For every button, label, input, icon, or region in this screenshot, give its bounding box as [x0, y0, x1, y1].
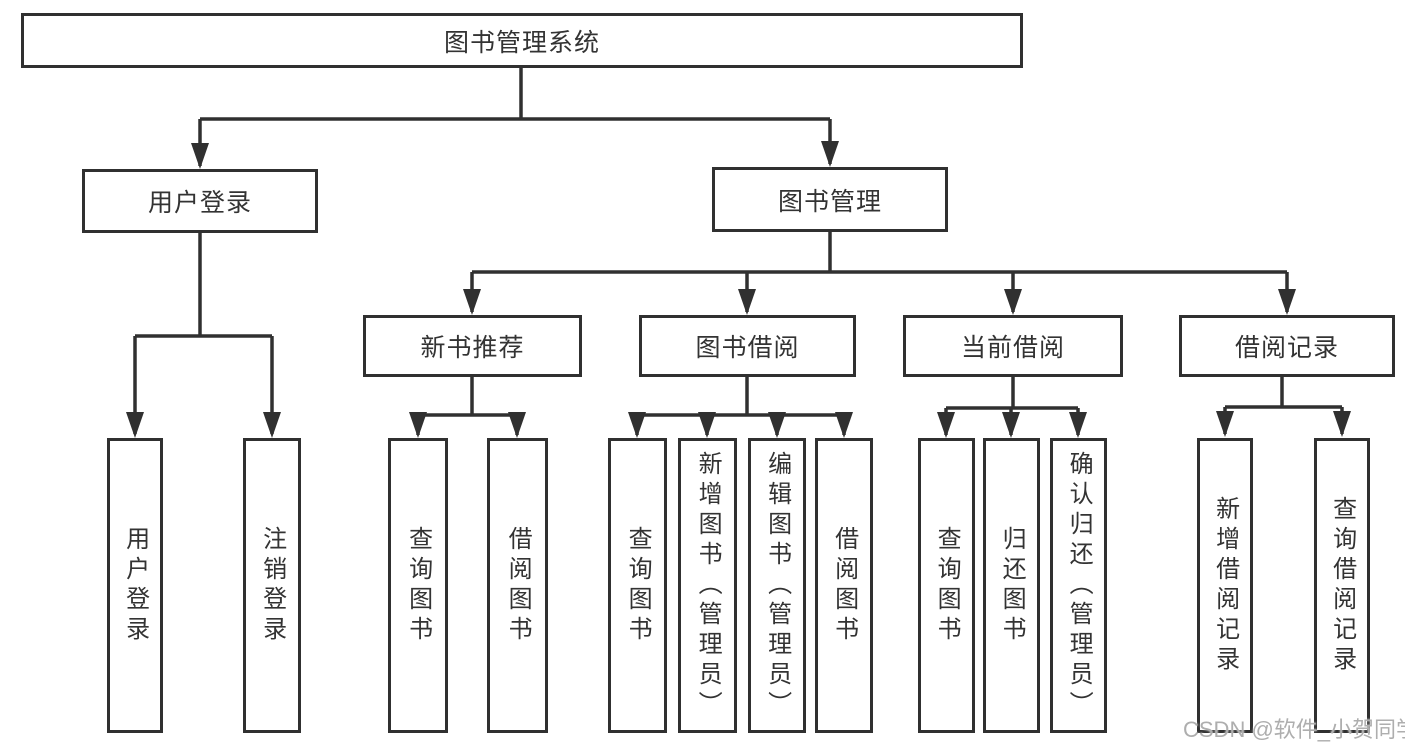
leaf-br-query-record: 查询借阅记录 — [1314, 438, 1370, 733]
node-borrowing-records-label: 借阅记录 — [1234, 334, 1339, 362]
leaf-cb-query-books-label: 查询图书 — [933, 525, 961, 646]
arrow-down-icon — [835, 412, 853, 438]
edge-root-to-level2 — [198, 68, 832, 166]
arrow-down-icon — [738, 289, 756, 315]
edge-bookborrowing-to-leaves — [635, 377, 846, 435]
leaf-br-add-record: 新增借阅记录 — [1197, 438, 1253, 733]
leaf-cb-return-books: 归还图书 — [983, 438, 1040, 733]
leaf-nbr-borrow-books: 借阅图书 — [487, 438, 548, 733]
node-new-book-rec: 新书推荐 — [363, 315, 582, 377]
node-user-login: 用户登录 — [82, 169, 318, 233]
leaf-bb-borrow-books-label: 借阅图书 — [830, 525, 858, 646]
arrow-down-icon — [1216, 411, 1234, 437]
leaf-user-login-label: 用户登录 — [121, 525, 149, 646]
node-current-borrowing: 当前借阅 — [903, 315, 1123, 377]
leaf-cb-return-books-label: 归还图书 — [998, 525, 1026, 646]
arrow-down-icon — [1069, 412, 1087, 438]
edge-bookmgmt-to-sections — [470, 232, 1289, 312]
csdn-watermark: CSDN @软件_小贺同学 — [1183, 717, 1405, 742]
leaf-cb-confirm-return-admin: 确认归还（管理员） — [1050, 438, 1107, 733]
arrow-down-icon — [463, 289, 481, 315]
leaf-br-query-record-label: 查询借阅记录 — [1328, 495, 1356, 676]
arrow-down-icon — [1278, 289, 1296, 315]
arrow-down-icon — [409, 412, 427, 438]
edge-userlogin-to-leaves — [133, 233, 274, 434]
arrow-down-icon — [508, 412, 526, 438]
arrow-down-icon — [1333, 411, 1351, 437]
node-book-borrowing-label: 图书借阅 — [695, 334, 800, 362]
leaf-br-add-record-label: 新增借阅记录 — [1211, 495, 1239, 676]
edge-newbookrec-to-leaves — [416, 377, 519, 435]
node-current-borrowing-label: 当前借阅 — [960, 334, 1065, 362]
leaf-cb-query-books: 查询图书 — [918, 438, 975, 733]
arrow-down-icon — [191, 143, 209, 169]
leaf-bb-add-books-admin-label: 新增图书（管理员） — [694, 450, 722, 721]
arrow-down-icon — [698, 412, 716, 438]
leaf-bb-edit-books-admin: 编辑图书（管理员） — [748, 438, 806, 733]
node-book-mgmt-label: 图书管理 — [777, 187, 882, 216]
leaf-bb-query-books-label: 查询图书 — [624, 525, 652, 646]
leaf-nbr-query-books: 查询图书 — [388, 438, 448, 733]
leaf-bb-edit-books-admin-label: 编辑图书（管理员） — [763, 450, 791, 721]
node-user-login-label: 用户登录 — [147, 189, 252, 217]
arrow-down-icon — [628, 412, 646, 438]
leaf-bb-query-books: 查询图书 — [608, 438, 667, 733]
node-book-borrowing: 图书借阅 — [639, 315, 856, 377]
arrow-down-icon — [937, 412, 955, 438]
leaf-bb-borrow-books: 借阅图书 — [815, 438, 873, 733]
leaf-logout-label: 注销登录 — [258, 525, 286, 646]
node-book-mgmt: 图书管理 — [712, 167, 948, 232]
leaf-user-login: 用户登录 — [107, 438, 163, 733]
arrow-down-icon — [821, 141, 839, 167]
leaf-cb-confirm-return-admin-label: 确认归还（管理员） — [1065, 450, 1093, 721]
node-new-book-rec-label: 新书推荐 — [420, 334, 525, 362]
arrow-down-icon — [768, 412, 786, 438]
edge-borrowingrecords-to-leaves — [1223, 377, 1344, 434]
edge-currentborrowing-to-leaves — [944, 377, 1080, 435]
leaf-bb-add-books-admin: 新增图书（管理员） — [678, 438, 737, 733]
node-root-label: 图书管理系统 — [443, 28, 600, 57]
arrow-down-icon — [126, 412, 144, 438]
leaf-nbr-borrow-books-label: 借阅图书 — [504, 525, 532, 646]
node-root: 图书管理系统 — [21, 13, 1023, 68]
node-borrowing-records: 借阅记录 — [1179, 315, 1395, 377]
arrow-down-icon — [1002, 412, 1020, 438]
leaf-nbr-query-books-label: 查询图书 — [404, 525, 432, 646]
leaf-logout: 注销登录 — [243, 438, 301, 733]
arrow-down-icon — [1004, 289, 1022, 315]
arrow-down-icon — [263, 412, 281, 438]
